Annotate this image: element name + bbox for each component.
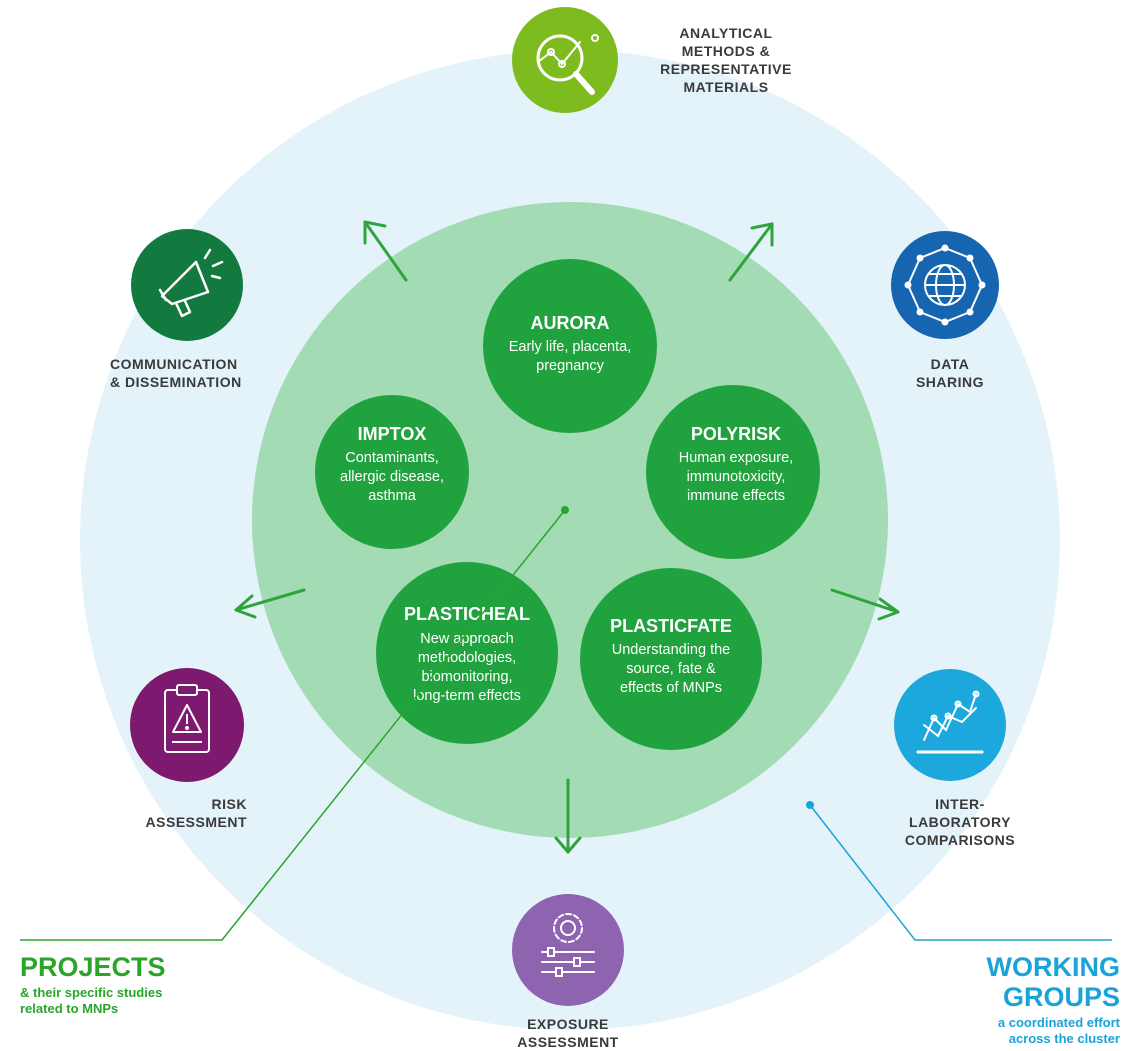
project-description: Contaminants, allergic disease, asthma bbox=[340, 450, 444, 504]
project-description-line: source, fate & bbox=[626, 661, 716, 677]
project-title: POLYRISK bbox=[691, 424, 781, 444]
working-groups-legend-title: WORKING GROUPS bbox=[986, 952, 1120, 1012]
project-description: New approach methodologies, biomonitoring,… bbox=[413, 631, 521, 704]
wg-analytical-methods bbox=[512, 7, 618, 113]
project-description-line: long-term effects bbox=[413, 688, 521, 704]
wg-communication bbox=[131, 229, 243, 341]
arrow-down bbox=[554, 778, 582, 854]
projects-connector bbox=[20, 506, 569, 941]
wg-risk-assessment bbox=[130, 668, 244, 782]
globe-network-icon bbox=[904, 244, 986, 326]
wg-label-risk-assessment: RISK ASSESSMENT bbox=[145, 796, 247, 830]
magnifier-chart-icon bbox=[536, 34, 599, 95]
project-title: AURORA bbox=[531, 313, 610, 333]
project-description-line: immune effects bbox=[687, 488, 785, 504]
projects-legend-subtitle: & their specific studies related to MNPs bbox=[20, 985, 163, 1016]
projects-legend-title: PROJECTS bbox=[20, 952, 166, 982]
wg-exposure-assessment bbox=[512, 894, 624, 1006]
clipboard-warning-icon bbox=[164, 684, 210, 753]
project-description-line: Contaminants, bbox=[345, 450, 439, 466]
wg-label-data-sharing: DATA SHARING bbox=[915, 356, 985, 390]
wg-label-inter-laboratory: INTER- LABORATORY COMPARISONS bbox=[904, 796, 1016, 848]
project-description: Human exposure, immunotoxicity, immune eff… bbox=[679, 450, 793, 504]
project-plasticfate bbox=[580, 568, 762, 750]
project-description-line: Human exposure, bbox=[679, 450, 793, 466]
project-description-line: methodologies, bbox=[418, 650, 516, 666]
project-plasticheal bbox=[376, 562, 558, 744]
arrow-right bbox=[830, 588, 900, 621]
working-groups-legend-subtitle: a coordinated effort across the cluster bbox=[997, 1015, 1120, 1046]
wg-label-communication: COMMUNICATION & DISSEMINATION bbox=[110, 356, 242, 390]
project-description-line: effects of MNPs bbox=[620, 680, 722, 696]
wg-inter-laboratory bbox=[894, 669, 1006, 781]
arrow-upper-right bbox=[728, 222, 774, 282]
project-polyrisk bbox=[646, 385, 820, 559]
project-description: Early life, placenta, pregnancy bbox=[509, 339, 632, 374]
project-description-line: Early life, placenta, bbox=[509, 339, 632, 355]
arrow-upper-left bbox=[363, 220, 408, 282]
project-title: PLASTICHEAL bbox=[404, 604, 530, 624]
project-description-line: pregnancy bbox=[536, 358, 604, 374]
arrow-left bbox=[234, 588, 306, 619]
wg-label-analytical-methods: ANALYTICAL METHODS & REPRESENTATIVE MATE… bbox=[660, 25, 792, 95]
project-title: PLASTICFATE bbox=[610, 616, 732, 636]
project-description-line: biomonitoring, bbox=[421, 669, 512, 685]
project-description-line: immunotoxicity, bbox=[687, 469, 786, 485]
wg-data-sharing bbox=[891, 231, 999, 339]
project-description-line: Understanding the bbox=[612, 642, 731, 658]
project-title: IMPTOX bbox=[358, 424, 427, 444]
project-description-line: New approach bbox=[420, 631, 514, 647]
line-graph-icon bbox=[916, 690, 984, 754]
project-imptox bbox=[315, 395, 469, 549]
working-groups-connector bbox=[806, 801, 1112, 941]
megaphone-icon bbox=[158, 248, 224, 318]
wg-label-exposure-assessment: EXPOSURE ASSESSMENT bbox=[517, 1016, 619, 1050]
project-description: Understanding the source, fate & effects o… bbox=[612, 642, 731, 696]
project-description-line: asthma bbox=[368, 488, 416, 504]
gear-sliders-icon bbox=[541, 913, 595, 977]
project-aurora bbox=[483, 259, 657, 433]
project-description-line: allergic disease, bbox=[340, 469, 444, 485]
